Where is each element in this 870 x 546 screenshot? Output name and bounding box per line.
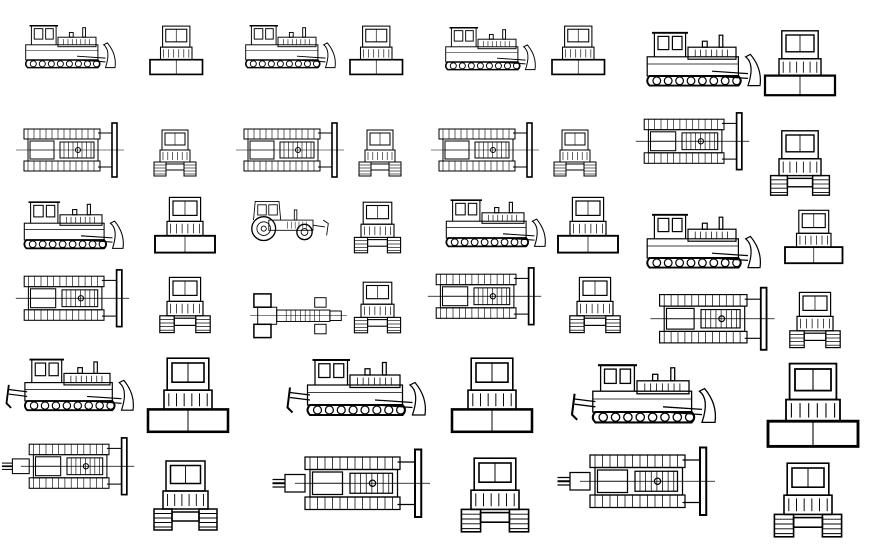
bulldozer-7-top-view bbox=[427, 267, 542, 326]
bulldozer-2-front-track-view bbox=[358, 129, 402, 177]
wheeled-tractor-top-view bbox=[250, 293, 348, 339]
bulldozer-4-front-view bbox=[763, 30, 837, 97]
bulldozer-9-side-view bbox=[5, 358, 134, 412]
wheeled-tractor-front-track-view bbox=[353, 281, 402, 334]
bulldozer-8-top-view bbox=[650, 286, 775, 351]
bulldozer-8-front-view bbox=[784, 209, 844, 265]
bulldozer-9-top-view bbox=[1, 437, 135, 496]
bulldozer-5-side-view bbox=[23, 201, 124, 250]
bulldozer-11-top-view bbox=[557, 446, 715, 516]
bulldozer-1-front-track-view bbox=[153, 129, 197, 177]
bulldozer-1-side-view bbox=[24, 25, 116, 69]
bulldozer-1-top-view bbox=[16, 122, 124, 178]
wheeled-tractor-side-view bbox=[251, 200, 329, 242]
bulldozer-9-front-view bbox=[146, 357, 230, 434]
bulldozer-11-front-track-view bbox=[773, 462, 843, 538]
bulldozer-4-front-track-view bbox=[769, 130, 831, 196]
wheeled-tractor-front-view bbox=[353, 201, 402, 254]
bulldozer-7-side-view bbox=[445, 199, 546, 248]
bulldozer-1-front-view bbox=[149, 25, 204, 76]
bulldozer-5-front-view bbox=[154, 196, 216, 254]
bulldozer-2-side-view bbox=[244, 25, 336, 69]
bulldozer-7-front-view bbox=[557, 196, 619, 254]
bulldozer-10-front-track-view bbox=[460, 457, 530, 533]
bulldozer-3-top-view bbox=[431, 122, 539, 178]
bulldozer-10-top-view bbox=[272, 448, 430, 518]
bulldozer-5-front-track-view bbox=[159, 276, 211, 334]
bulldozer-11-front-view bbox=[766, 362, 860, 448]
bulldozer-10-side-view bbox=[286, 359, 427, 416]
bulldozer-3-front-view bbox=[551, 25, 606, 76]
bulldozer-8-side-view bbox=[646, 213, 761, 269]
bulldozer-4-top-view bbox=[635, 112, 750, 171]
bulldozer-2-top-view bbox=[236, 122, 344, 178]
bulldozer-9-front-track-view bbox=[153, 460, 218, 531]
bulldozer-7-front-track-view bbox=[569, 276, 621, 334]
bulldozer-3-front-track-view bbox=[553, 129, 597, 177]
bulldozer-3-side-view bbox=[444, 27, 536, 71]
bulldozer-5-top-view bbox=[15, 269, 130, 328]
bulldozer-10-front-view bbox=[450, 357, 534, 434]
bulldozer-2-front-view bbox=[349, 25, 404, 76]
bulldozer-11-side-view bbox=[570, 364, 717, 424]
bulldozer-8-front-track-view bbox=[789, 291, 841, 349]
bulldozer-4-side-view bbox=[646, 31, 761, 87]
